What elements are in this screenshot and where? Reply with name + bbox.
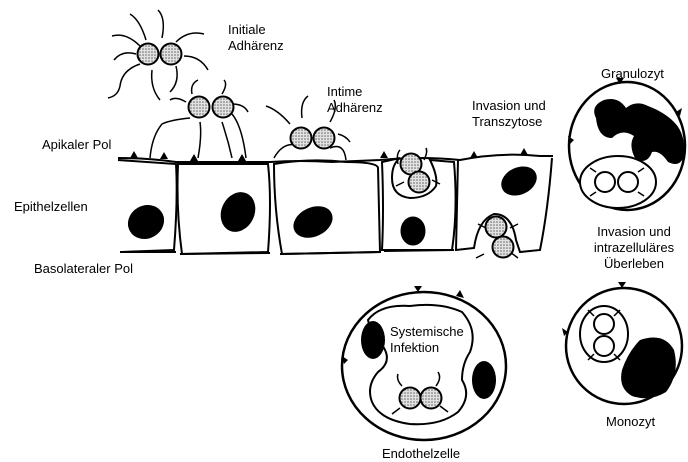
label-initiale-adhaerenz: Initiale Adhärenz — [228, 22, 284, 54]
label-invasion-intrazellulaer: Invasion und intrazelluläres Überleben — [582, 224, 686, 272]
label-invasion-transzytose: Invasion und Transzytose — [472, 98, 546, 130]
nucleus-1 — [122, 199, 169, 245]
nucleus-5 — [497, 162, 541, 201]
label-epithelzellen: Epithelzellen — [14, 199, 88, 215]
endothelial-nucleus-right — [472, 361, 496, 399]
label-endothelzelle: Endothelzelle — [382, 446, 460, 462]
nucleus-4 — [401, 217, 425, 245]
epithelial-layer — [118, 155, 553, 254]
label-apikaler-pol: Apikaler Pol — [42, 137, 111, 153]
monocyte-cell — [562, 282, 682, 404]
label-monozyt: Monozyt — [606, 414, 655, 430]
diplococcus-icon — [108, 10, 208, 100]
label-granulozyt: Granulozyt — [601, 66, 664, 82]
epithelial-cell-3 — [274, 160, 380, 254]
endothelial-cell — [342, 286, 506, 440]
nucleus-3 — [289, 201, 337, 243]
label-systemische-infektion: Systemische Infektion — [390, 324, 464, 356]
diplococcus-icon — [150, 80, 248, 158]
label-intime-adhaerenz: Intime Adhärenz — [327, 84, 383, 116]
label-basolateraler-pol: Basolateraler Pol — [34, 261, 133, 277]
granulocyte-cell — [568, 78, 685, 210]
nucleus-2 — [215, 187, 261, 237]
endothelial-nucleus-left — [361, 321, 385, 359]
